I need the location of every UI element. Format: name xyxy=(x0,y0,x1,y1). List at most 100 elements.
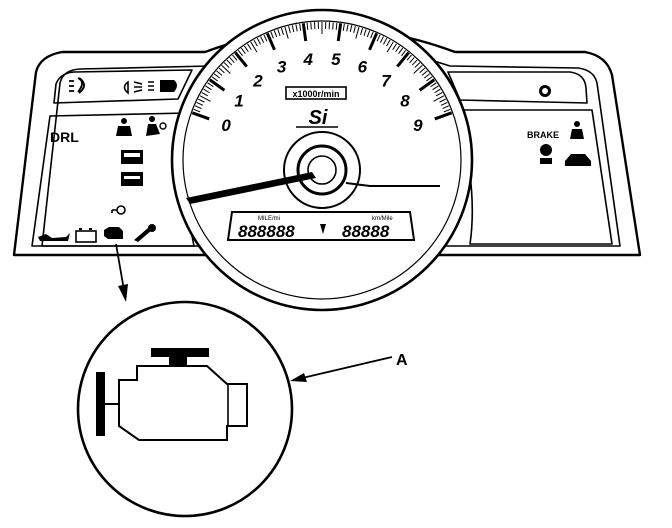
tach-minor-tick xyxy=(370,31,374,39)
tach-minor-tick xyxy=(221,64,231,74)
door-icon xyxy=(121,150,143,164)
tach-minor-tick xyxy=(332,22,334,30)
tach-minor-tick xyxy=(299,23,302,31)
check-engine-icon-large xyxy=(96,348,248,441)
tach-minor-tick xyxy=(256,37,261,45)
tach-minor-tick xyxy=(439,98,447,103)
tach-minor-tick xyxy=(379,36,384,43)
check-engine-icon xyxy=(104,227,123,239)
tach-minor-tick xyxy=(401,49,407,57)
tach-minor-tick xyxy=(199,95,211,102)
tach-minor-tick xyxy=(310,22,312,30)
tach-major-tick xyxy=(234,51,248,68)
magnified-callout xyxy=(76,300,294,518)
tach-minor-tick xyxy=(273,30,278,38)
tach-number: 2 xyxy=(252,72,263,91)
tach-minor-tick xyxy=(194,105,202,110)
tach-major-tick xyxy=(191,111,210,121)
tach-minor-tick xyxy=(207,82,214,88)
tach-minor-tick xyxy=(229,57,235,63)
tach-minor-tick xyxy=(434,88,441,94)
si-badge-text: Si xyxy=(309,107,328,129)
tach-minor-tick xyxy=(223,62,230,68)
odometer-display: MILE/mi km/Mile 888888 88888 xyxy=(226,211,416,241)
tach-number: 7 xyxy=(381,72,392,91)
tach-number: 5 xyxy=(331,50,341,69)
low-beam-icon xyxy=(123,80,143,95)
tach-number: 4 xyxy=(302,50,313,69)
tach-minor-tick xyxy=(203,88,210,94)
brake-label: BRAKE xyxy=(527,130,559,140)
tach-minor-tick xyxy=(201,91,209,97)
tach-minor-tick xyxy=(349,25,353,33)
tach-minor-tick xyxy=(443,108,451,113)
tach-needle xyxy=(186,172,316,204)
seatbelt-passenger-icon xyxy=(570,121,584,139)
cruise-indicator-icon xyxy=(539,85,551,97)
tach-minor-tick xyxy=(346,24,349,32)
tach-major-tick xyxy=(208,78,226,92)
tach-minor-tick xyxy=(360,27,364,35)
tach-minor-tick xyxy=(295,24,298,32)
tach-minor-tick xyxy=(306,22,309,30)
drl-label: DRL xyxy=(50,129,79,145)
tach-minor-tick xyxy=(398,47,404,55)
tach-major-tick xyxy=(418,78,436,92)
tach-minor-tick xyxy=(392,43,397,50)
tach-minor-tick xyxy=(406,54,412,61)
tach-minor-tick xyxy=(414,62,421,68)
wrench-icon xyxy=(134,224,156,242)
tach-minor-tick xyxy=(205,85,212,91)
display-right-unit: km/Mile xyxy=(372,216,393,222)
si-badge: Si xyxy=(296,107,338,129)
tach-minor-tick xyxy=(355,26,360,39)
tach-minor-tick xyxy=(253,39,258,47)
tach-minor-tick xyxy=(196,101,204,106)
tach-minor-tick xyxy=(243,45,249,52)
tach-minor-tick xyxy=(240,47,246,55)
tach-number: 0 xyxy=(221,116,231,135)
car-icon xyxy=(565,154,591,166)
tach-major-tick xyxy=(301,23,308,42)
callout-label: A xyxy=(396,352,408,369)
tach-minor-tick xyxy=(226,59,233,66)
tach-minor-tick xyxy=(232,54,238,61)
tach-minor-tick xyxy=(383,37,388,45)
tach-number: 1 xyxy=(234,92,243,111)
tach-minor-tick xyxy=(376,34,381,42)
tach-major-tick xyxy=(434,111,453,121)
oil-icon xyxy=(38,233,70,241)
tach-minor-tick xyxy=(263,34,268,42)
tach-minor-tick xyxy=(280,27,284,35)
tach-minor-tick xyxy=(411,59,418,66)
tach-minor-tick xyxy=(363,29,367,37)
tach-minor-tick xyxy=(409,57,415,63)
tach-major-tick xyxy=(265,32,276,51)
seatbelt-icon xyxy=(116,118,132,136)
tach-minor-tick xyxy=(218,67,225,74)
tach-major-tick xyxy=(396,51,410,68)
tach-minor-tick xyxy=(419,67,426,74)
tach-minor-tick xyxy=(291,25,295,33)
tach-minor-tick xyxy=(342,23,345,31)
tach-minor-tick xyxy=(440,101,448,106)
tach-minor-tick xyxy=(277,29,281,37)
battery-icon xyxy=(75,228,97,243)
tach-ticks xyxy=(191,22,453,121)
brake-icon xyxy=(540,144,552,164)
display-left-unit: MILE/mi xyxy=(258,216,280,222)
tach-minor-tick xyxy=(247,43,252,50)
tire-pressure-icon xyxy=(121,172,143,186)
display-left-digits: 888888 xyxy=(238,222,295,241)
tach-minor-tick xyxy=(426,76,433,82)
pointer-arrow xyxy=(115,243,128,302)
tach-minor-tick xyxy=(395,45,401,52)
tach-minor-tick xyxy=(216,70,223,76)
tach-minor-tick xyxy=(260,36,265,43)
callout-leader: A xyxy=(290,352,408,382)
tach-minor-tick xyxy=(430,82,437,88)
tach-minor-tick xyxy=(197,98,205,103)
